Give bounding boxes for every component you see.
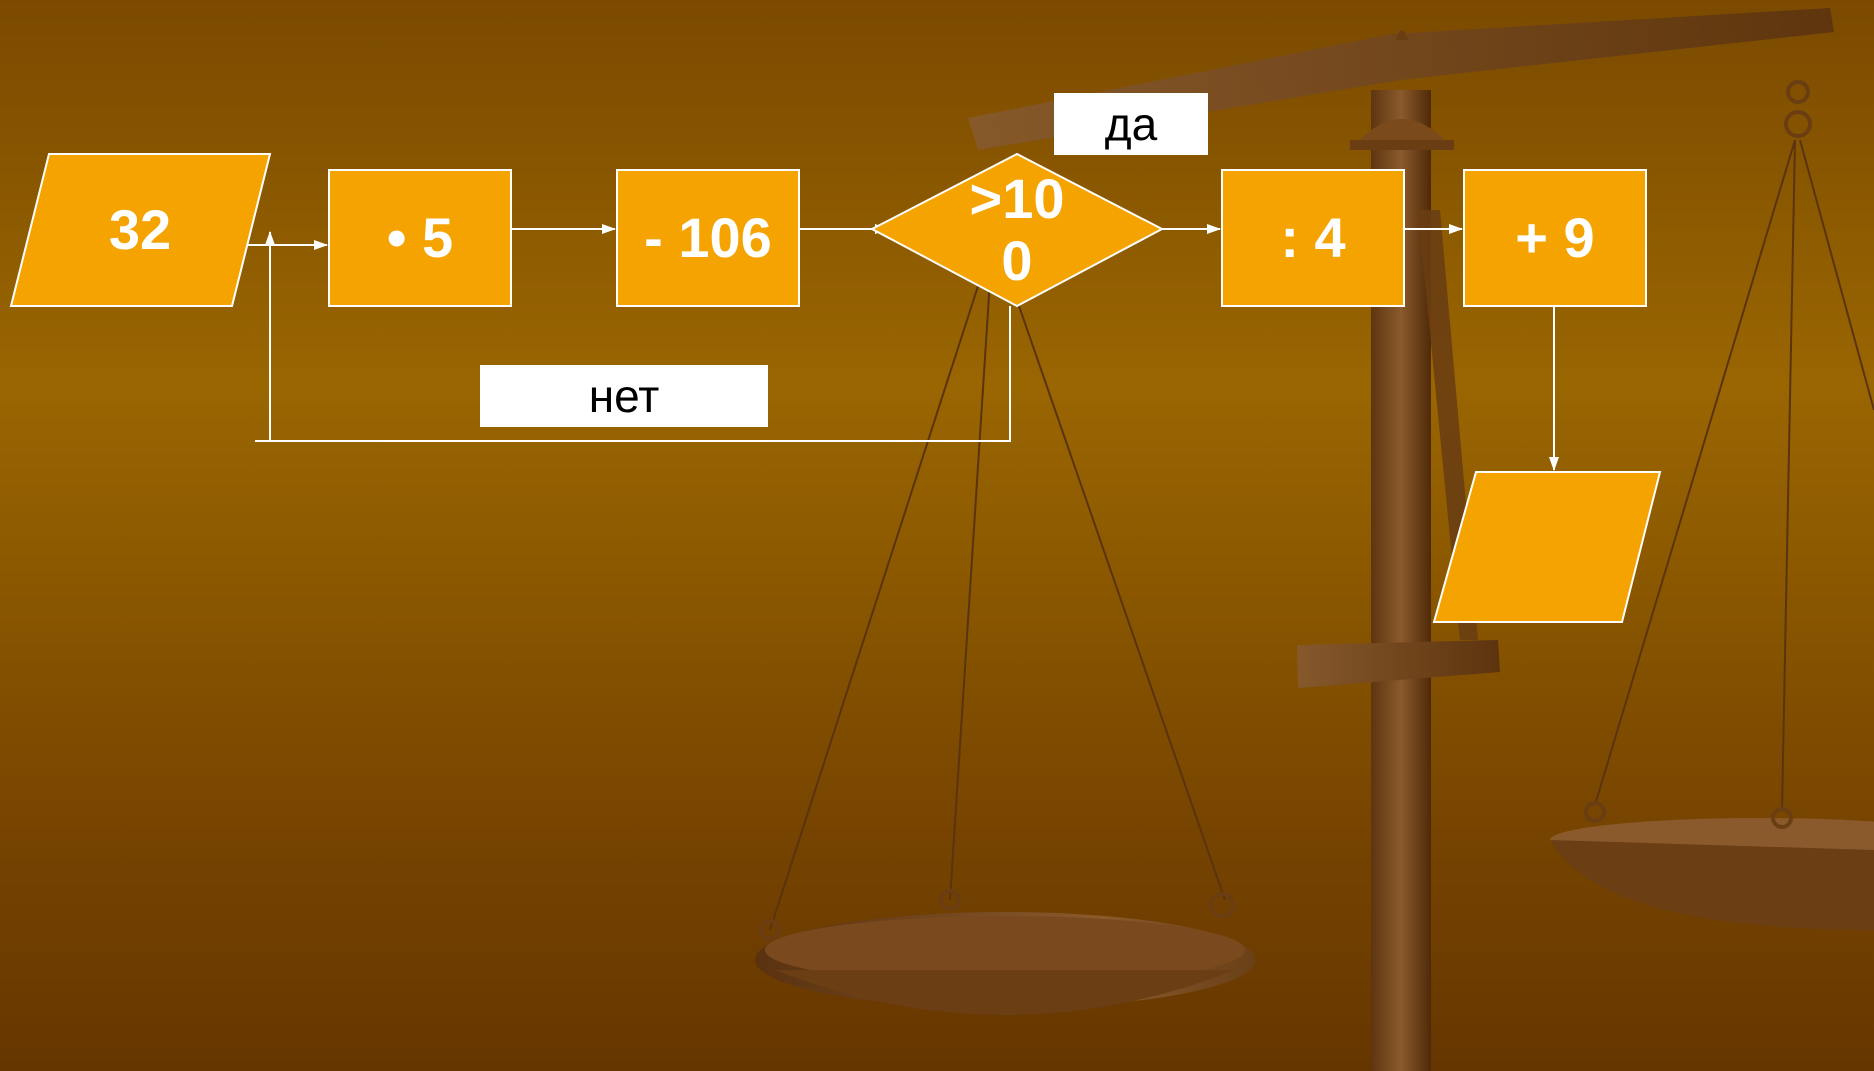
- subtract-block: [616, 169, 800, 307]
- divide-label: : 4: [1280, 206, 1346, 270]
- yes-branch-label: да: [1054, 93, 1208, 155]
- output-value: [1460, 472, 1640, 622]
- decision-diamond: [869, 152, 1165, 308]
- input-parallelogram: [9, 153, 272, 307]
- divide-block: [1221, 169, 1405, 307]
- add-label: + 9: [1515, 206, 1595, 270]
- subtract-label: - 106: [644, 206, 772, 270]
- multiply-block: [328, 169, 512, 307]
- decision-label: >10 0: [969, 167, 1065, 292]
- scale-crossbar: [1297, 640, 1500, 688]
- no-branch-label: нет: [480, 365, 768, 427]
- output-parallelogram: [1432, 471, 1662, 623]
- connector-no-loop: [255, 306, 1011, 442]
- multiply-label: • 5: [386, 206, 454, 270]
- input-value: 32: [108, 198, 172, 262]
- add-block: [1463, 169, 1647, 307]
